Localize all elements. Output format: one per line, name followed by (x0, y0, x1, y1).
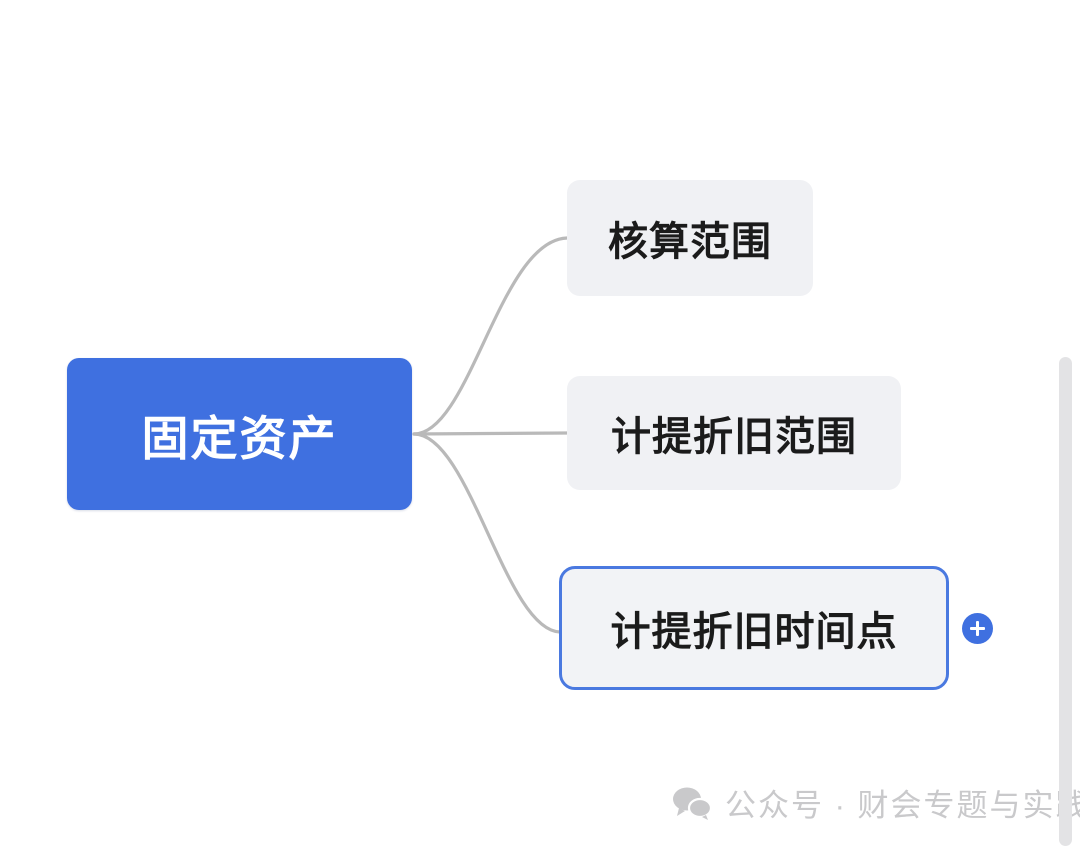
mindmap-node-accounting-scope[interactable]: 核算范围 (567, 180, 813, 296)
vertical-scrollbar-track[interactable] (1059, 0, 1076, 846)
connector-to-node-3 (412, 432, 562, 634)
root-node-label: 固定资产 (141, 411, 338, 465)
mindmap-node-depreciation-time-point[interactable]: 计提折旧时间点 (559, 566, 949, 690)
connector-to-node-2 (412, 431, 569, 436)
connector-to-node-1 (412, 236, 569, 436)
add-child-node-button[interactable] (962, 613, 993, 644)
vertical-scrollbar-thumb[interactable] (1059, 357, 1072, 846)
node-label: 核算范围 (608, 220, 772, 264)
mindmap-root-node[interactable]: 固定资产 (67, 358, 412, 510)
mindmap-node-depreciation-scope[interactable]: 计提折旧范围 (567, 376, 901, 490)
plus-icon-vertical (975, 621, 980, 636)
watermark: 公众号 · 财会专题与实践 (672, 780, 1080, 825)
watermark-text: 公众号 · 财会专题与实践 (725, 788, 1080, 823)
node-label: 计提折旧范围 (611, 415, 857, 459)
wechat-icon (673, 787, 712, 820)
node-label: 计提折旧时间点 (610, 610, 898, 654)
